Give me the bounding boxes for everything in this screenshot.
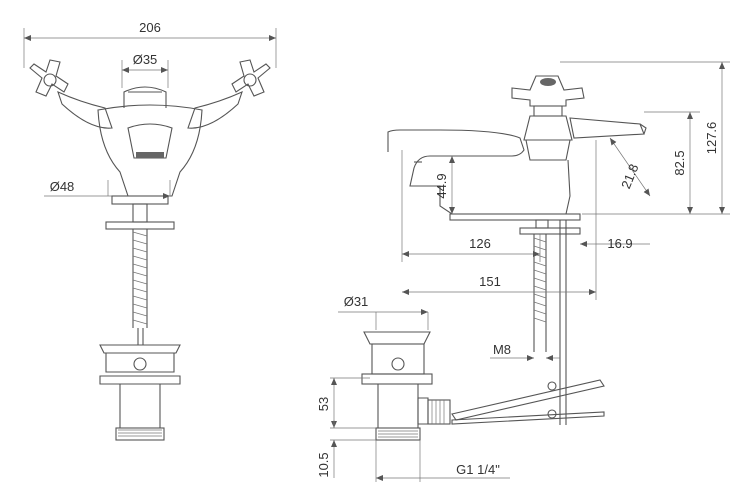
dim-spout-height: 44.9 <box>434 173 449 198</box>
dim-waste-thread-height: 10.5 <box>316 452 331 477</box>
dim-handle-21-8: 21.8 <box>618 162 641 191</box>
dim-height-127-6: 127.6 <box>704 122 719 155</box>
side-view <box>330 61 730 482</box>
dim-height-82-5: 82.5 <box>672 150 687 175</box>
dim-offset-16-9: 16.9 <box>607 236 632 251</box>
dim-overall-width: 206 <box>139 20 161 35</box>
left-cross-handle <box>29 59 69 97</box>
front-view <box>23 28 277 441</box>
dim-spout-diameter: Ø35 <box>133 52 158 67</box>
dim-reach-151: 151 <box>479 274 501 289</box>
dim-waste-diameter: Ø31 <box>344 294 369 309</box>
side-cross-handle <box>511 75 585 161</box>
dim-base-diameter: Ø48 <box>50 179 75 194</box>
dim-reach-126: 126 <box>469 236 491 251</box>
dim-waste-height: 53 <box>316 397 331 411</box>
dim-thread-m8: M8 <box>493 342 511 357</box>
right-cross-handle <box>231 59 271 97</box>
dim-waste-thread: G1 1/4" <box>456 462 500 477</box>
